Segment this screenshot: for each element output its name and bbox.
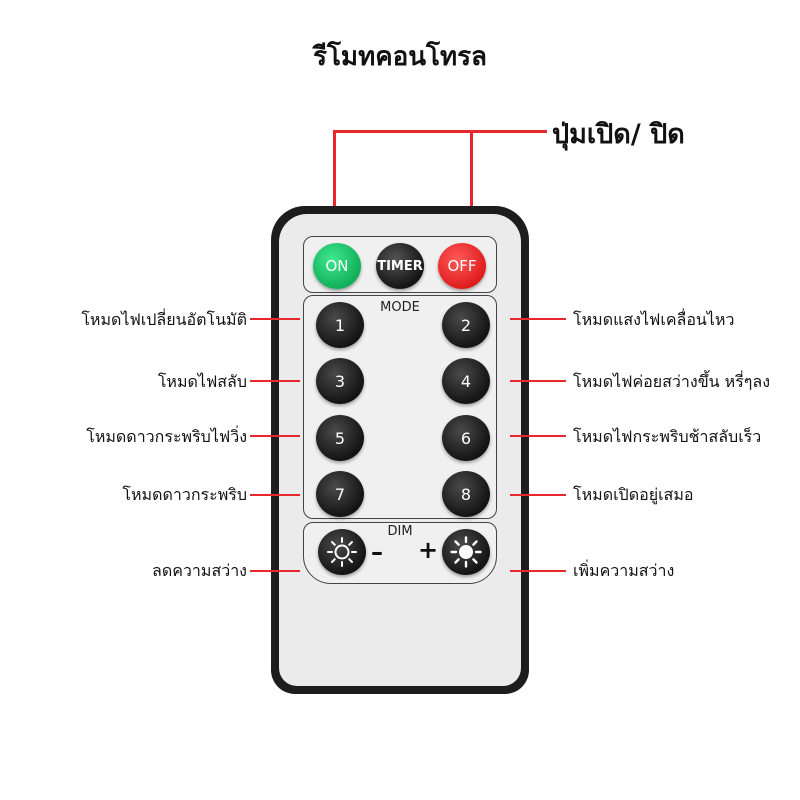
mode-2-button[interactable]: 2 [442, 302, 490, 348]
page-title: รีโมทคอนโทรล [313, 42, 487, 72]
pointer-mode-8 [510, 494, 566, 496]
mode-8-button[interactable]: 8 [442, 471, 490, 517]
pointer-mode-3 [250, 380, 300, 382]
label-mode-1: โหมดไฟเปลี่ยนอัตโนมัติ [81, 310, 247, 329]
sun-outline-icon [327, 537, 357, 567]
pointer-mode-1 [250, 318, 300, 320]
power-bracket-right [470, 130, 473, 242]
off-button[interactable]: OFF [438, 243, 486, 289]
pointer-mode-7 [250, 494, 300, 496]
power-buttons-label: ปุ่มเปิด/ ปิด [552, 119, 685, 150]
power-bracket-left [333, 130, 336, 242]
pointer-mode-2 [510, 318, 566, 320]
mode-label: MODE [380, 300, 420, 315]
dim-label: DIM [387, 524, 413, 539]
pointer-dim-down [250, 570, 300, 572]
label-mode-7: โหมดดาวกระพริบ [122, 485, 247, 504]
pointer-dim-up [510, 570, 566, 572]
plus-sign: + [418, 536, 439, 564]
dim-up-button[interactable] [442, 529, 490, 575]
sun-filled-icon [450, 536, 482, 568]
label-mode-3: โหมดไฟสลับ [157, 372, 247, 391]
timer-button[interactable]: TIMER [376, 243, 424, 289]
label-mode-4: โหมดไฟค่อยสว่างขึ้น หรี่ๆลง [573, 372, 770, 391]
label-mode-8: โหมดเปิดอยู่เสมอ [573, 485, 694, 504]
mode-7-button[interactable]: 7 [316, 471, 364, 517]
dim-down-button[interactable] [318, 529, 366, 575]
label-mode-5: โหมดดาวกระพริบไฟวิ่ง [86, 427, 247, 446]
label-dim-up: เพิ่มความสว่าง [573, 561, 675, 580]
on-button[interactable]: ON [313, 243, 361, 289]
label-mode-6: โหมดไฟกระพริบช้าสลับเร็ว [573, 427, 762, 446]
minus-sign: – [371, 538, 383, 566]
pointer-mode-4 [510, 380, 566, 382]
mode-6-button[interactable]: 6 [442, 415, 490, 461]
mode-4-button[interactable]: 4 [442, 358, 490, 404]
pointer-mode-5 [250, 435, 300, 437]
power-bracket-top [333, 130, 547, 133]
label-dim-down: ลดความสว่าง [152, 561, 247, 580]
mode-3-button[interactable]: 3 [316, 358, 364, 404]
pointer-mode-6 [510, 435, 566, 437]
mode-1-button[interactable]: 1 [316, 302, 364, 348]
label-mode-2: โหมดแสงไฟเคลื่อนไหว [573, 310, 735, 329]
mode-5-button[interactable]: 5 [316, 415, 364, 461]
